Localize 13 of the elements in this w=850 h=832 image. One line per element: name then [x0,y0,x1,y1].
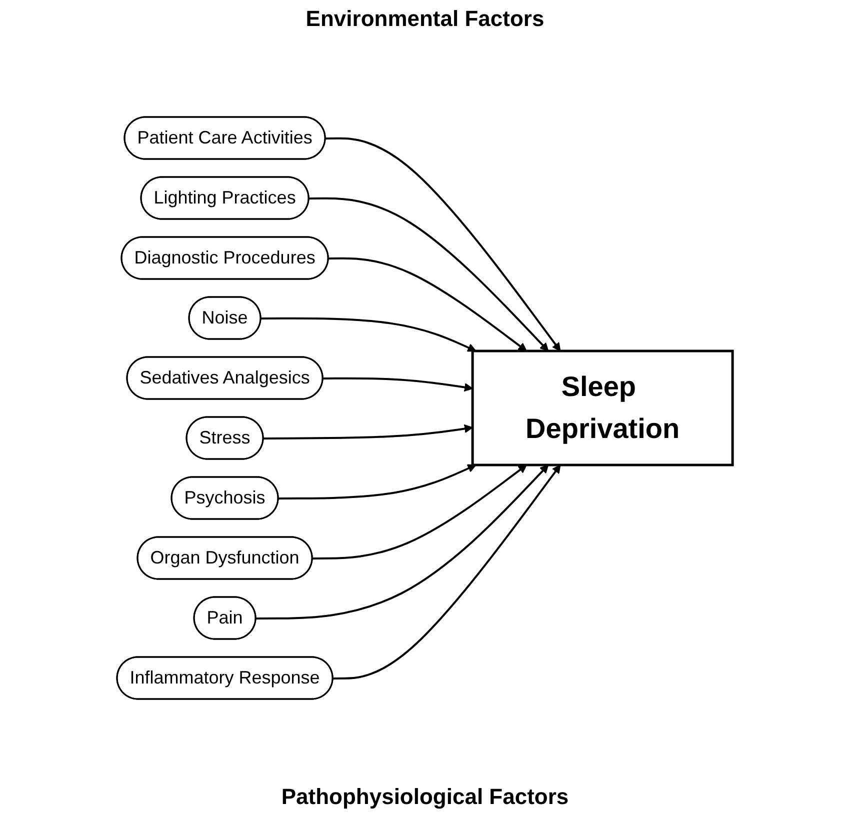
arrow [312,464,528,560]
arrow [328,257,528,352]
arrow [264,424,474,440]
arrow [326,137,561,352]
arrow [261,317,477,352]
group-heading: Environmental Factors [304,6,546,32]
arrow [278,464,477,500]
node-box: Sleep Deprivation [472,350,734,466]
arrow [323,377,474,392]
arrow [309,197,549,352]
arrow [256,464,549,620]
arrow [333,464,561,680]
group-heading: Pathophysiological Factors [280,784,570,810]
